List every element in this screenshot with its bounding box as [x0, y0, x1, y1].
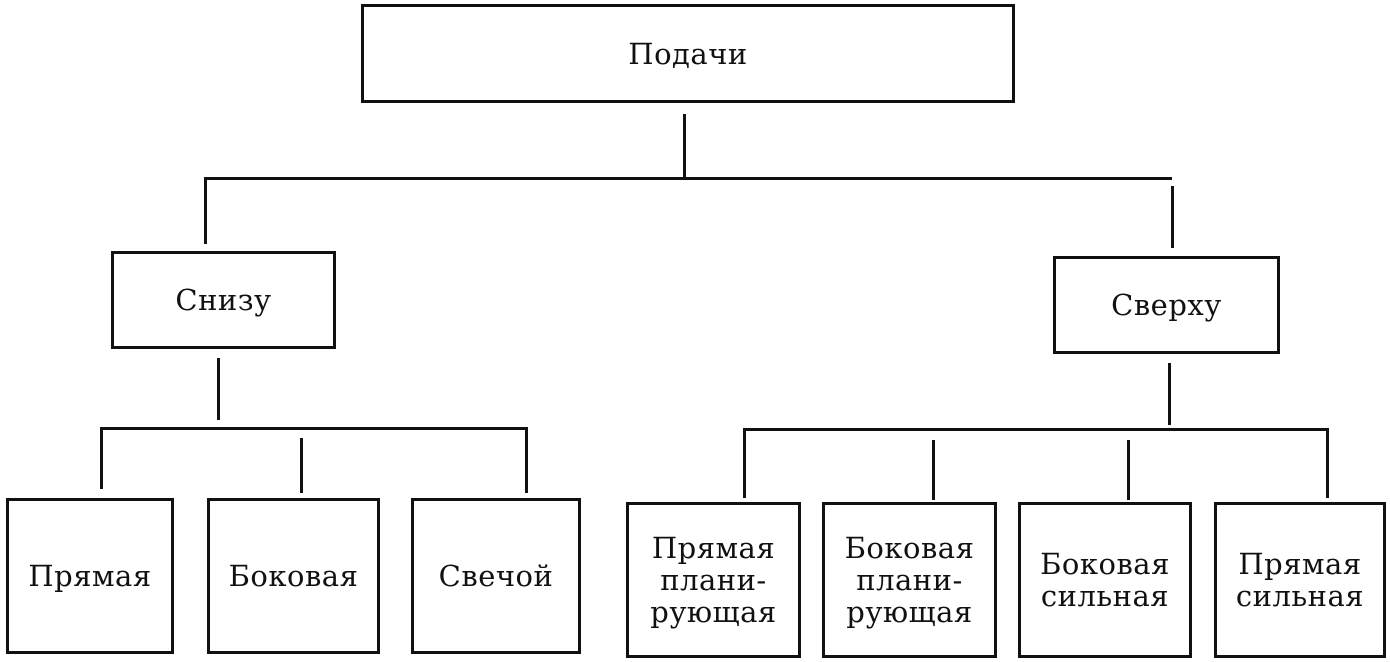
connector-to-sverhu — [1171, 186, 1174, 248]
connector-to-sverhu-bokovaya-sil — [1127, 440, 1130, 500]
root-node-podachi: Подачи — [361, 4, 1015, 103]
node-sverhu-bokovaya-silnaya-label: Боковая сильная — [1040, 547, 1170, 613]
connector-snizu-bar — [100, 427, 528, 430]
connector-to-snizu-pryamaya — [100, 427, 103, 489]
node-sverhu-pryamaya-planiruyushchaya-label: Прямая плани- рующая — [650, 531, 777, 629]
node-sverhu-pryamaya-silnaya-label: Прямая сильная — [1235, 547, 1365, 613]
node-snizu-bokovaya-label: Боковая — [228, 559, 359, 593]
connector-to-sverhu-pryamaya-plan — [743, 428, 746, 498]
connector-sverhu-bar — [743, 428, 1329, 431]
connector-sverhu-down — [1168, 363, 1171, 425]
node-sverhu: Сверху — [1053, 256, 1280, 354]
node-snizu-label: Снизу — [175, 283, 272, 317]
node-sverhu-label: Сверху — [1111, 288, 1222, 322]
root-node-label: Подачи — [628, 36, 748, 71]
node-snizu-pryamaya-label: Прямая — [28, 559, 152, 593]
connector-to-sverhu-pryamaya-sil — [1326, 428, 1329, 498]
connector-level1-bar — [204, 177, 1172, 180]
node-snizu: Снизу — [111, 251, 336, 349]
node-sverhu-bokovaya-planiruyushchaya-label: Боковая плани- рующая — [844, 531, 975, 629]
node-snizu-pryamaya: Прямая — [6, 498, 174, 654]
node-sverhu-bokovaya-planiruyushchaya: Боковая плани- рующая — [822, 502, 997, 658]
node-sverhu-bokovaya-silnaya: Боковая сильная — [1018, 502, 1192, 658]
connector-to-snizu-bokovaya — [300, 438, 303, 493]
node-sverhu-pryamaya-silnaya: Прямая сильная — [1214, 502, 1386, 658]
node-snizu-bokovaya: Боковая — [207, 498, 380, 654]
connector-to-snizu-svechoy — [525, 427, 528, 493]
node-snizu-svechoy: Свечой — [411, 498, 581, 654]
node-snizu-svechoy-label: Свечой — [438, 559, 554, 593]
connector-root-down — [683, 114, 686, 178]
node-sverhu-pryamaya-planiruyushchaya: Прямая плани- рующая — [626, 502, 801, 658]
connector-to-sverhu-bokovaya-plan — [932, 440, 935, 500]
connector-snizu-down — [217, 358, 220, 420]
connector-to-snizu — [204, 177, 207, 244]
